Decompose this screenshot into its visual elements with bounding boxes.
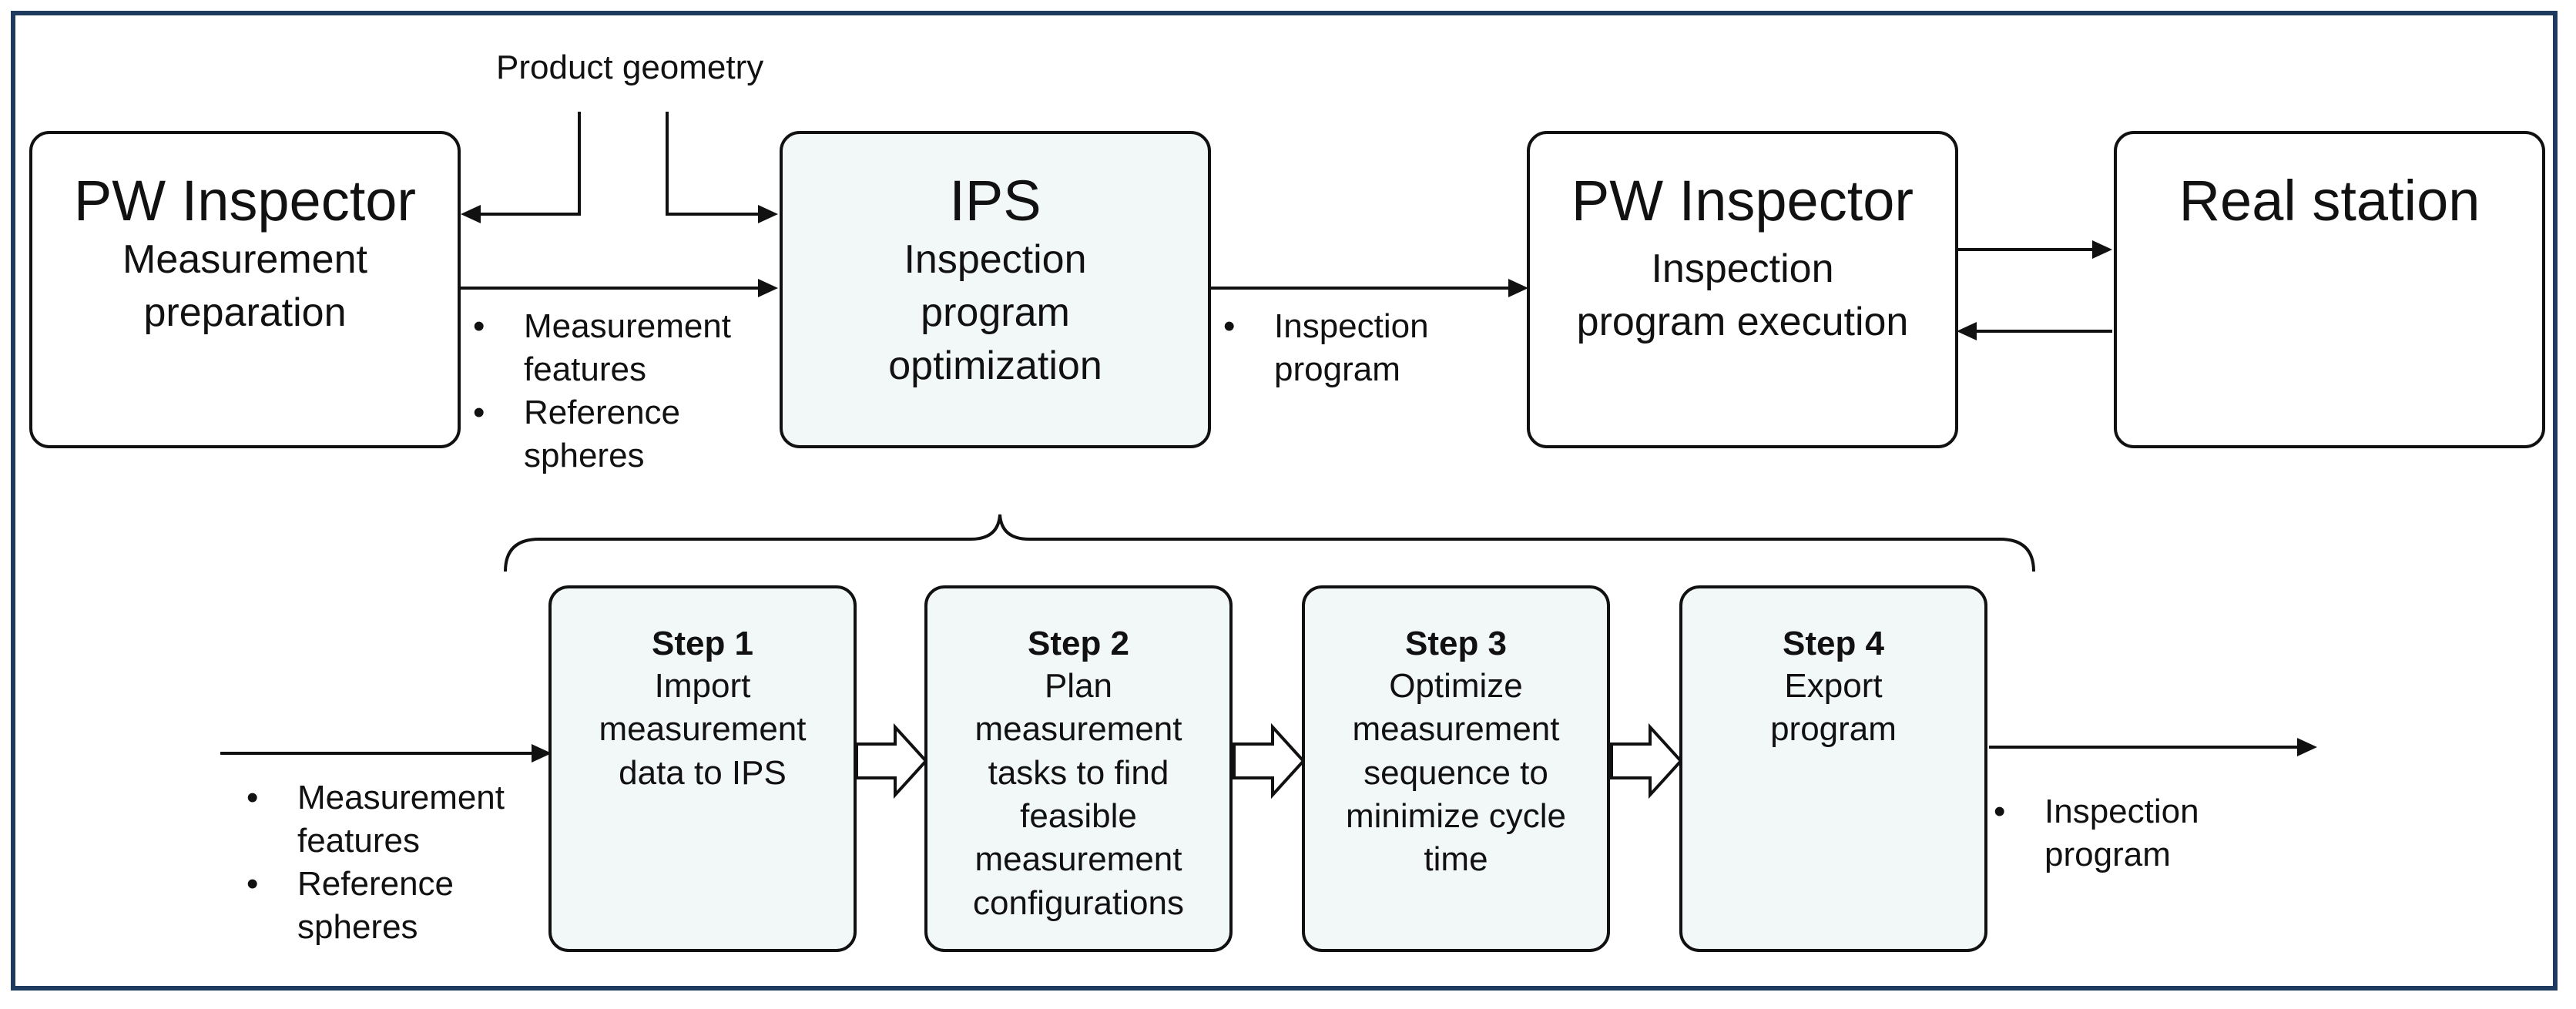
box-title: IPS xyxy=(949,169,1041,233)
list-item: •Inspection program xyxy=(1223,307,1429,388)
box-title: Real station xyxy=(2179,169,2480,233)
step-body: Export program xyxy=(1770,667,1897,749)
list-item: •Reference spheres xyxy=(473,394,681,474)
steps-brace xyxy=(504,514,2035,572)
step-body: Import measurement data to IPS xyxy=(599,667,807,792)
diagram-frame xyxy=(11,11,2558,991)
box-title: PW Inspector xyxy=(1571,169,1914,233)
geometry-to-ips-arrow xyxy=(666,112,763,216)
box-subtitle: Inspection program optimization xyxy=(888,237,1102,388)
geometry-to-pw-prep-arrow xyxy=(464,112,581,216)
pw-inspector-execution-box: PW Inspector Inspection program executio… xyxy=(1527,131,1958,448)
box-title: PW Inspector xyxy=(73,169,417,233)
real-station-box: Real station xyxy=(2114,131,2545,448)
step-1-box: Step 1 Import measurement data to IPS xyxy=(548,585,857,952)
step3-to-step4-arrow xyxy=(1610,722,1683,799)
ips-box: IPS Inspection program optimization xyxy=(780,131,1211,448)
step-2-box: Step 2 Plan measurement tasks to find fe… xyxy=(924,585,1233,952)
step-title: Step 3 xyxy=(1404,625,1508,662)
list-item: •Reference spheres xyxy=(247,865,454,946)
step1-to-step2-arrow xyxy=(855,722,928,799)
step-body: Plan measurement tasks to find feasible … xyxy=(973,667,1184,922)
step-output-list: •Inspection program xyxy=(1994,790,2199,877)
step-title: Step 4 xyxy=(1782,625,1885,662)
step-title: Step 2 xyxy=(1027,625,1130,662)
box-subtitle: Measurement preparation xyxy=(122,237,367,336)
list-item: •Inspection program xyxy=(1994,793,2199,873)
step-4-box: Step 4 Export program xyxy=(1679,585,1987,952)
program-output-list: •Inspection program xyxy=(1223,305,1429,391)
list-item: •Measurement features xyxy=(247,779,505,860)
list-item: •Measurement features xyxy=(473,307,732,388)
box-subtitle: Inspection program execution xyxy=(1576,246,1909,345)
step-3-box: Step 3 Optimize measurement sequence to … xyxy=(1302,585,1610,952)
step2-to-step3-arrow xyxy=(1233,722,1306,799)
measurement-inputs-list: •Measurement features •Reference spheres xyxy=(473,305,731,478)
pw-inspector-preparation-box: PW Inspector Measurement preparation xyxy=(29,131,461,448)
step-title: Step 1 xyxy=(651,625,754,662)
step-body: Optimize measurement sequence to minimiz… xyxy=(1345,667,1567,879)
product-geometry-label: Product geometry xyxy=(496,49,764,86)
step-inputs-list: •Measurement features •Reference spheres xyxy=(247,776,505,949)
